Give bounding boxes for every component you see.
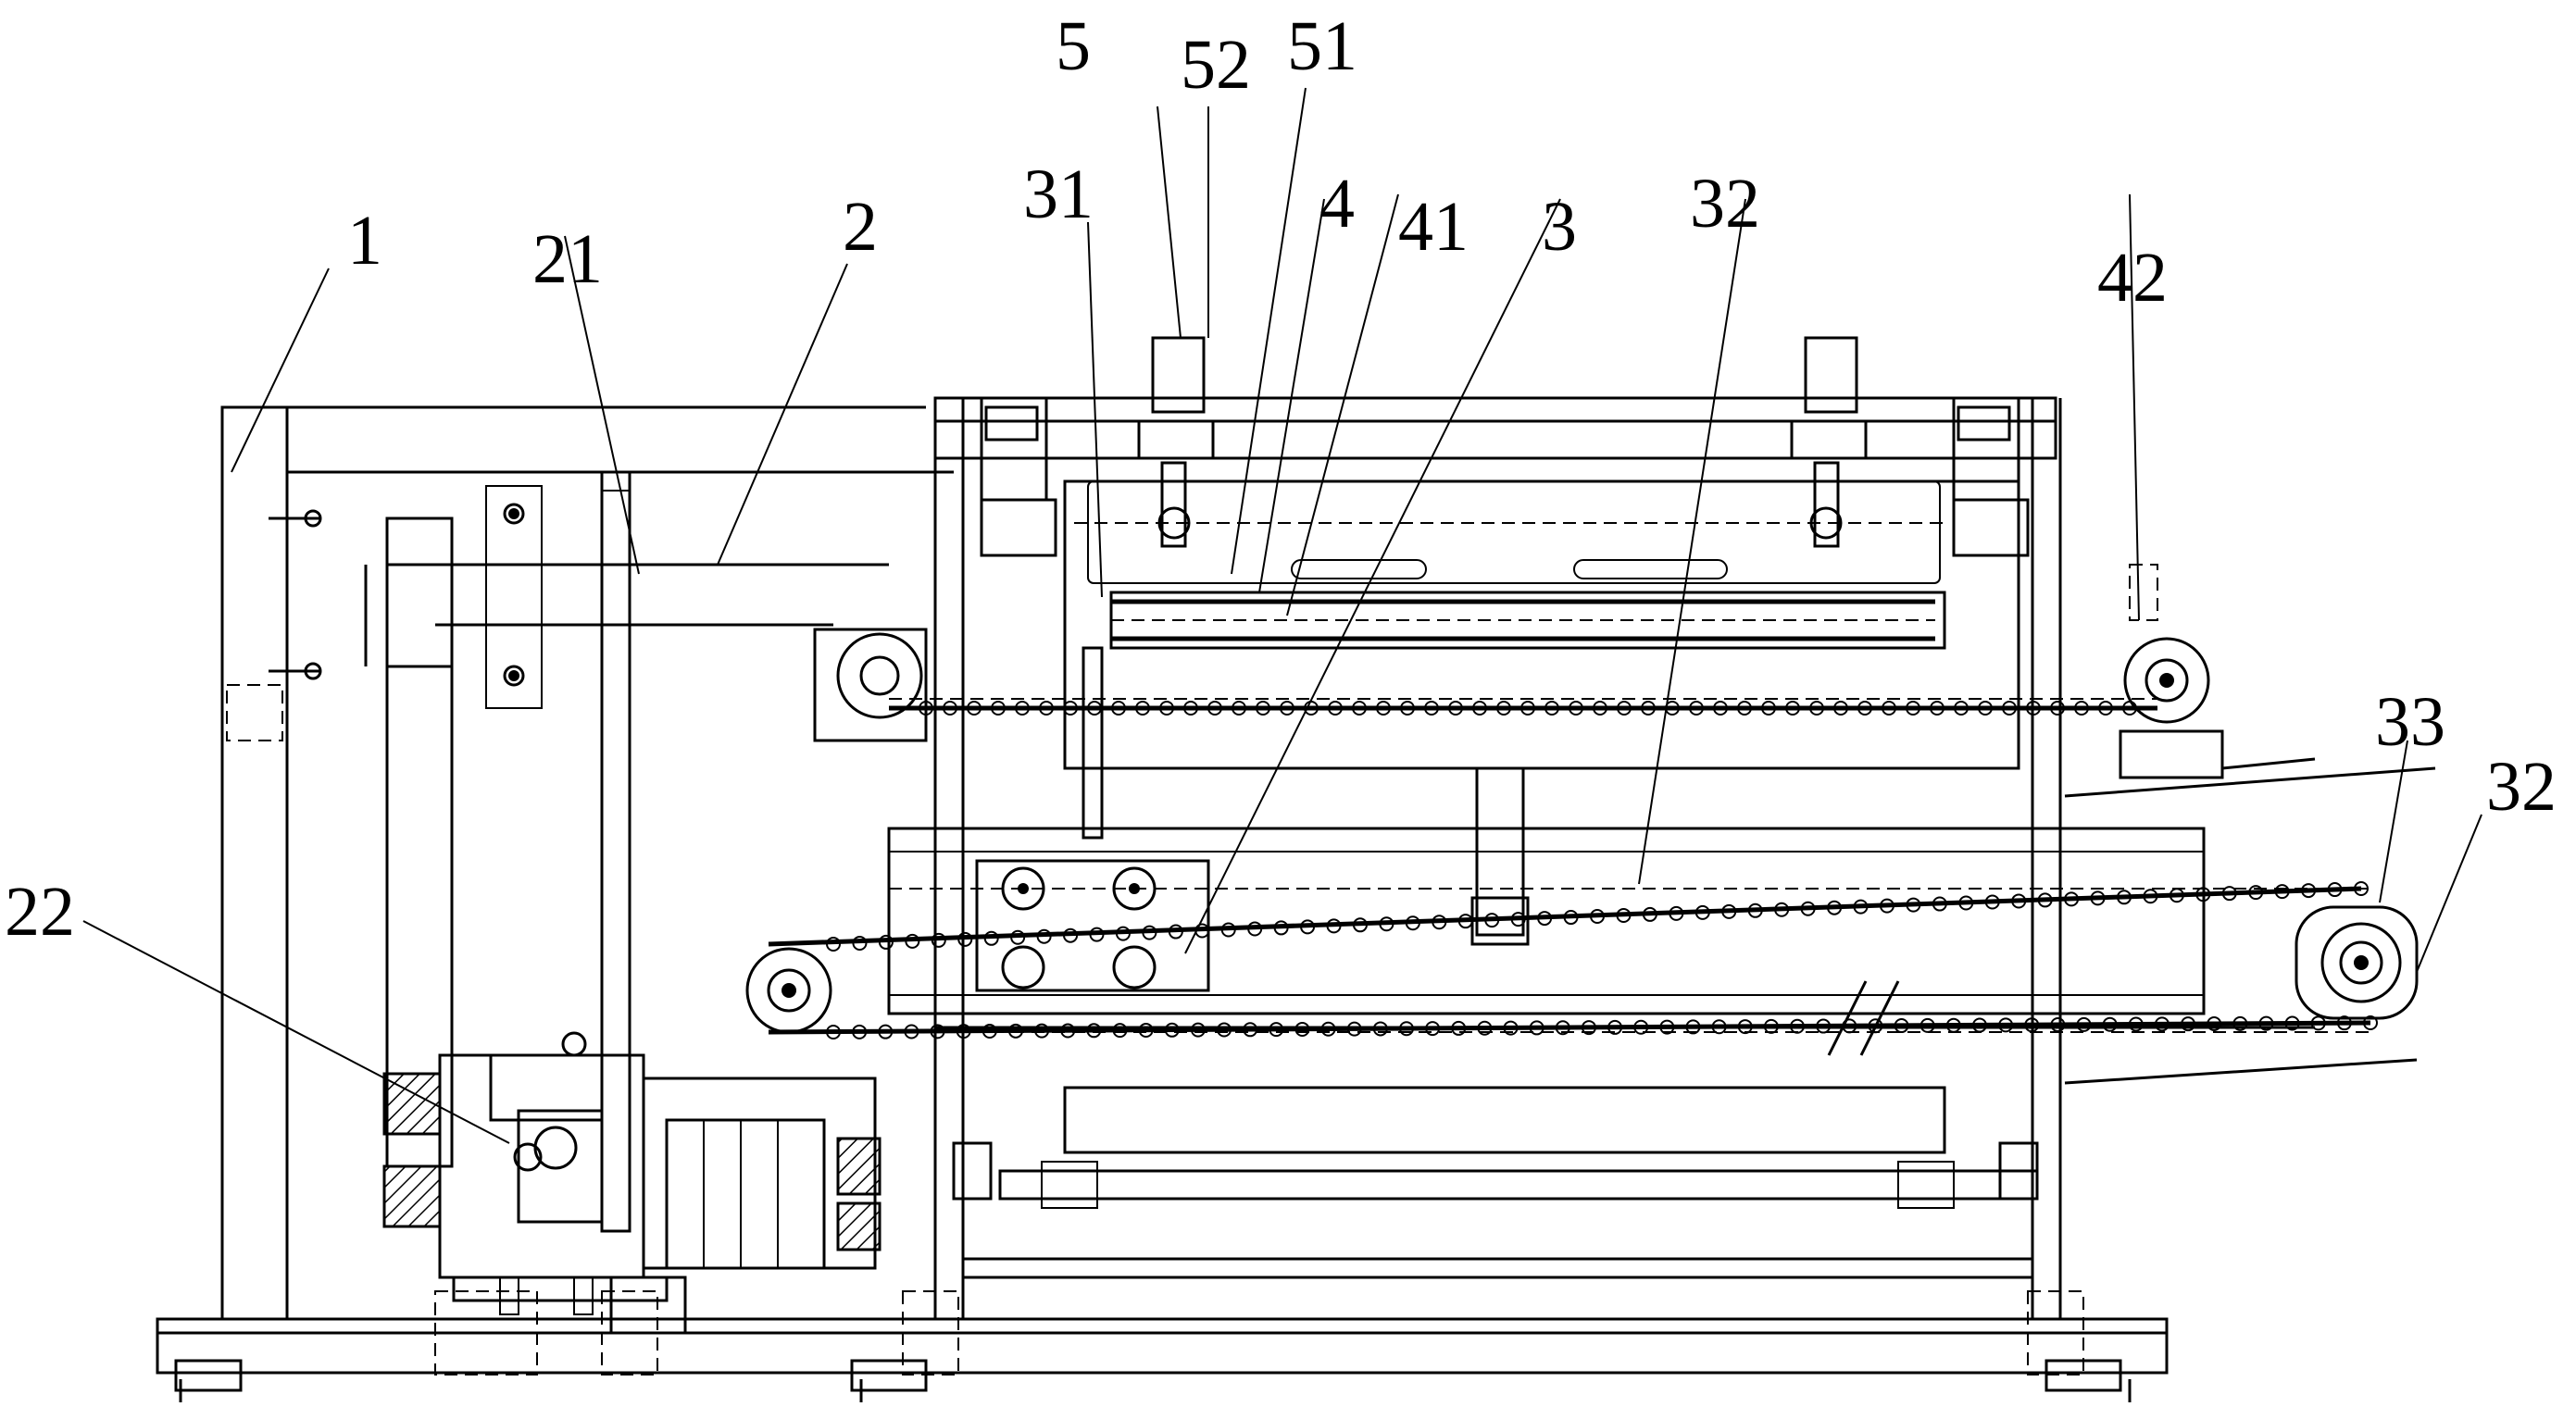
label-32-top: 32 <box>1690 165 1760 243</box>
label-2: 2 <box>843 188 878 266</box>
cylinder-assembly <box>1074 338 1945 583</box>
base-frame <box>157 1291 2167 1402</box>
label-21: 21 <box>532 220 603 298</box>
label-4: 4 <box>1319 165 1355 243</box>
label-32-right: 32 <box>2486 748 2557 826</box>
label-51: 51 <box>1287 7 1357 85</box>
upper-conveyor <box>815 565 2222 778</box>
motor-assembly <box>384 1033 880 1333</box>
main-frame <box>889 398 2435 1319</box>
label-3: 3 <box>1542 188 1577 266</box>
label-31: 31 <box>1023 156 1094 233</box>
label-33: 33 <box>2375 683 2445 761</box>
label-41: 41 <box>1398 188 1469 266</box>
label-22: 22 <box>5 873 75 951</box>
belt-drive-column <box>366 472 889 1231</box>
label-1: 1 <box>347 202 382 280</box>
chain-links <box>827 702 2377 1039</box>
label-52: 52 <box>1181 26 1251 104</box>
label-42: 42 <box>2097 239 2168 317</box>
label-5: 5 <box>1056 7 1091 85</box>
